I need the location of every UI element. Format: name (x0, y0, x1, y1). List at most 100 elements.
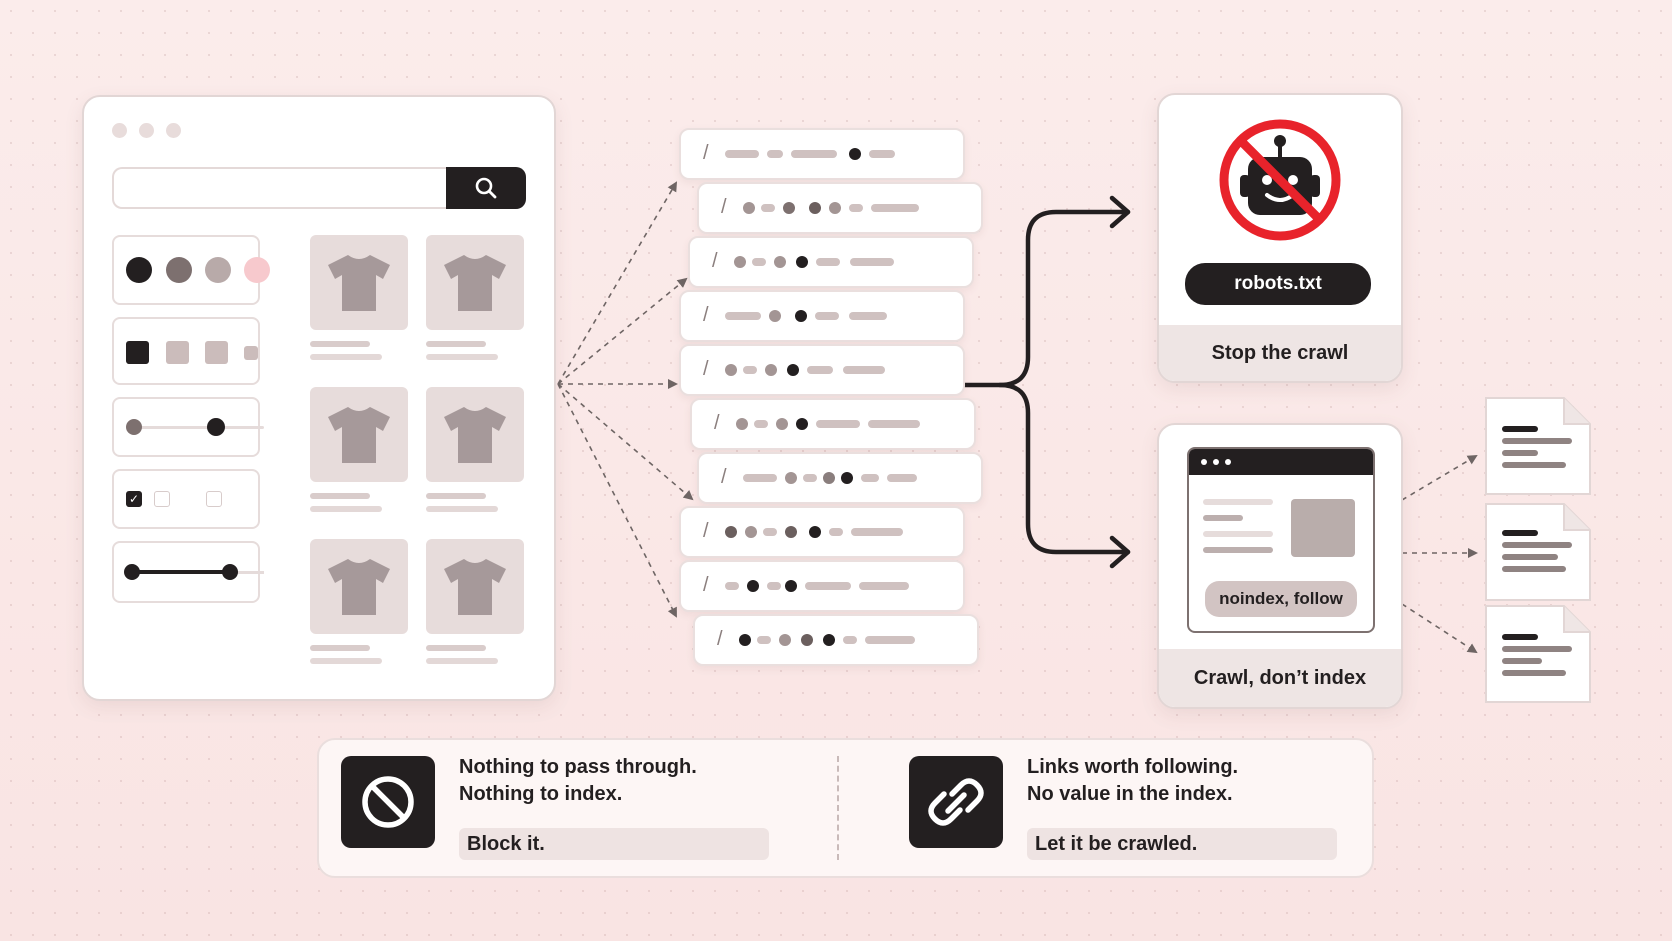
text-line (1502, 658, 1542, 664)
url-segment (865, 636, 915, 644)
text-line (1203, 531, 1273, 537)
url-segment (767, 582, 781, 590)
crawl-legend-icon (909, 756, 1003, 848)
url-dot (774, 256, 786, 268)
product-card[interactable] (310, 235, 408, 330)
window-dot (139, 123, 154, 138)
url-segment (868, 420, 920, 428)
doc-dashed-lines (1401, 454, 1478, 654)
product-card[interactable] (310, 539, 408, 634)
url-row[interactable]: / (679, 560, 965, 612)
product-title-line (310, 341, 370, 347)
noindex-follow-tag: noindex, follow (1205, 581, 1357, 617)
prohibited-icon (362, 776, 414, 828)
product-price-line (310, 658, 382, 664)
tshirt-icon (328, 407, 390, 463)
url-slash: / (721, 196, 727, 218)
link-icon (928, 778, 984, 826)
price-slider-filter[interactable] (112, 541, 264, 603)
url-row[interactable]: / (679, 344, 965, 396)
url-slash: / (714, 412, 720, 434)
text-line (1502, 634, 1538, 640)
document-icon (1484, 604, 1592, 704)
url-segment (791, 150, 837, 158)
crawl-dont-index-caption: Crawl, don’t index (1159, 649, 1401, 707)
text-line (1502, 554, 1558, 560)
text-line (1502, 426, 1538, 432)
slider-handle[interactable] (126, 419, 142, 435)
url-segment (725, 582, 739, 590)
size-option[interactable] (244, 346, 258, 360)
color-swatch[interactable] (126, 257, 152, 283)
document-icon (1484, 502, 1592, 602)
size-option[interactable] (166, 341, 189, 364)
color-swatch[interactable] (166, 257, 192, 283)
checkbox[interactable] (154, 491, 170, 507)
url-segment (815, 312, 839, 320)
size-filter[interactable] (112, 317, 260, 385)
image-placeholder (1291, 499, 1355, 557)
slider-range (130, 570, 230, 574)
url-segment (767, 150, 783, 158)
url-slash: / (712, 250, 718, 272)
block-legend-line2: Nothing to index. (459, 783, 623, 805)
slider-handle[interactable] (124, 564, 140, 580)
range-slider-filter[interactable] (112, 397, 264, 457)
tshirt-icon (444, 559, 506, 615)
color-swatch[interactable] (244, 257, 270, 283)
text-line (1502, 438, 1572, 444)
url-row[interactable]: / (679, 506, 965, 558)
url-dot (765, 364, 777, 376)
url-segment (869, 150, 895, 158)
url-dot (779, 634, 791, 646)
checkbox-checked[interactable]: ✓ (126, 491, 142, 507)
url-row[interactable]: / (688, 236, 974, 288)
size-option[interactable] (205, 341, 228, 364)
url-row[interactable]: / (679, 128, 965, 180)
url-segment (803, 474, 817, 482)
product-card[interactable] (426, 235, 524, 330)
url-segment (829, 528, 843, 536)
url-dot (769, 310, 781, 322)
search-button[interactable] (446, 167, 526, 209)
color-filter[interactable] (112, 235, 270, 305)
url-row[interactable]: / (693, 614, 979, 666)
url-segment (851, 528, 903, 536)
url-dot (725, 526, 737, 538)
color-swatch[interactable] (205, 257, 231, 283)
checkbox-filter[interactable]: ✓ (112, 469, 260, 529)
robots-txt-card: robots.txt Stop the crawl (1157, 93, 1403, 383)
product-title-line (310, 493, 370, 499)
text-line (1203, 547, 1273, 553)
tshirt-icon (328, 559, 390, 615)
url-dot (745, 526, 757, 538)
text-line (1203, 515, 1243, 521)
url-dot (785, 526, 797, 538)
tshirt-icon (444, 407, 506, 463)
slider-handle[interactable] (207, 418, 225, 436)
checkbox[interactable] (206, 491, 222, 507)
url-dot (787, 364, 799, 376)
store-browser-window: ✓ (82, 95, 556, 701)
text-line (1502, 530, 1538, 536)
url-dot (823, 472, 835, 484)
slider-handle[interactable] (222, 564, 238, 580)
product-card[interactable] (426, 539, 524, 634)
text-line (1502, 670, 1566, 676)
robots-txt-label: robots.txt (1185, 263, 1371, 305)
url-dot (849, 148, 861, 160)
product-title-line (310, 645, 370, 651)
product-card[interactable] (310, 387, 408, 482)
url-row[interactable]: / (690, 398, 976, 450)
search-input[interactable] (112, 167, 450, 209)
url-segment (843, 366, 885, 374)
block-legend-icon (341, 756, 435, 848)
url-dot (829, 202, 841, 214)
product-card[interactable] (426, 387, 524, 482)
url-dot (841, 472, 853, 484)
product-price-line (310, 506, 382, 512)
size-option[interactable] (126, 341, 149, 364)
url-row[interactable]: / (697, 452, 983, 504)
url-row[interactable]: / (697, 182, 983, 234)
url-row[interactable]: / (679, 290, 965, 342)
